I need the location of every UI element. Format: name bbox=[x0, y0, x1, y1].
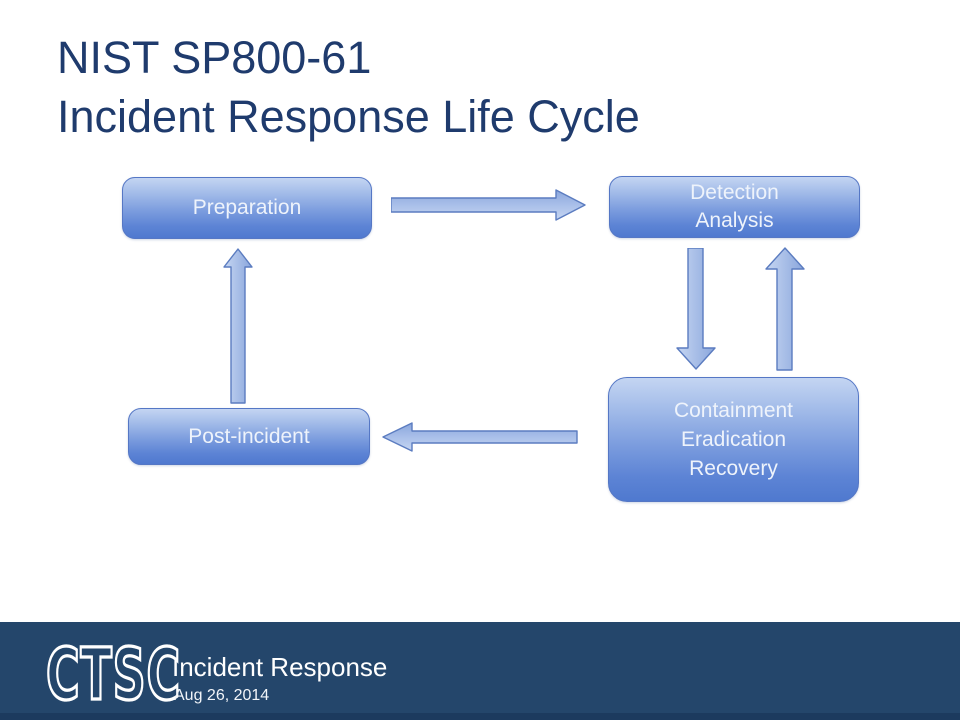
arrow-containment-to-postincident bbox=[382, 422, 578, 452]
footer-bottom-edge bbox=[0, 713, 960, 720]
node-containment-eradication-recovery: Containment Eradication Recovery bbox=[608, 377, 859, 502]
arrow-detection-to-containment bbox=[676, 248, 716, 370]
footer-bar bbox=[0, 622, 960, 720]
node-preparation-label: Preparation bbox=[192, 196, 302, 219]
footer-date: Aug 26, 2014 bbox=[174, 687, 270, 704]
node-containment-label-line-3: Recovery bbox=[689, 457, 778, 480]
arrow-postincident-to-preparation bbox=[223, 248, 253, 404]
node-detection-analysis: Detection Analysis bbox=[609, 176, 860, 238]
footer-title: Incident Response bbox=[172, 652, 388, 682]
node-detection-label-line-1: Detection bbox=[690, 181, 779, 204]
node-containment-label-line-2: Eradication bbox=[680, 428, 787, 451]
node-detection-label-line-2: Analysis bbox=[695, 209, 774, 232]
node-post-incident: Post-incident bbox=[128, 408, 370, 465]
node-preparation: Preparation bbox=[122, 177, 372, 239]
arrow-containment-to-detection bbox=[765, 247, 805, 371]
ctsc-logo: CTSC bbox=[45, 633, 182, 717]
node-postincident-label: Post-incident bbox=[188, 424, 310, 448]
node-containment-label-line-1: Containment bbox=[673, 399, 794, 422]
arrow-preparation-to-detection bbox=[391, 189, 586, 221]
title-line-1: NIST SP800-61 bbox=[57, 32, 372, 83]
slide-title: NIST SP800-61 Incident Response Life Cyc… bbox=[57, 28, 640, 146]
title-line-2: Incident Response Life Cycle bbox=[57, 91, 640, 142]
